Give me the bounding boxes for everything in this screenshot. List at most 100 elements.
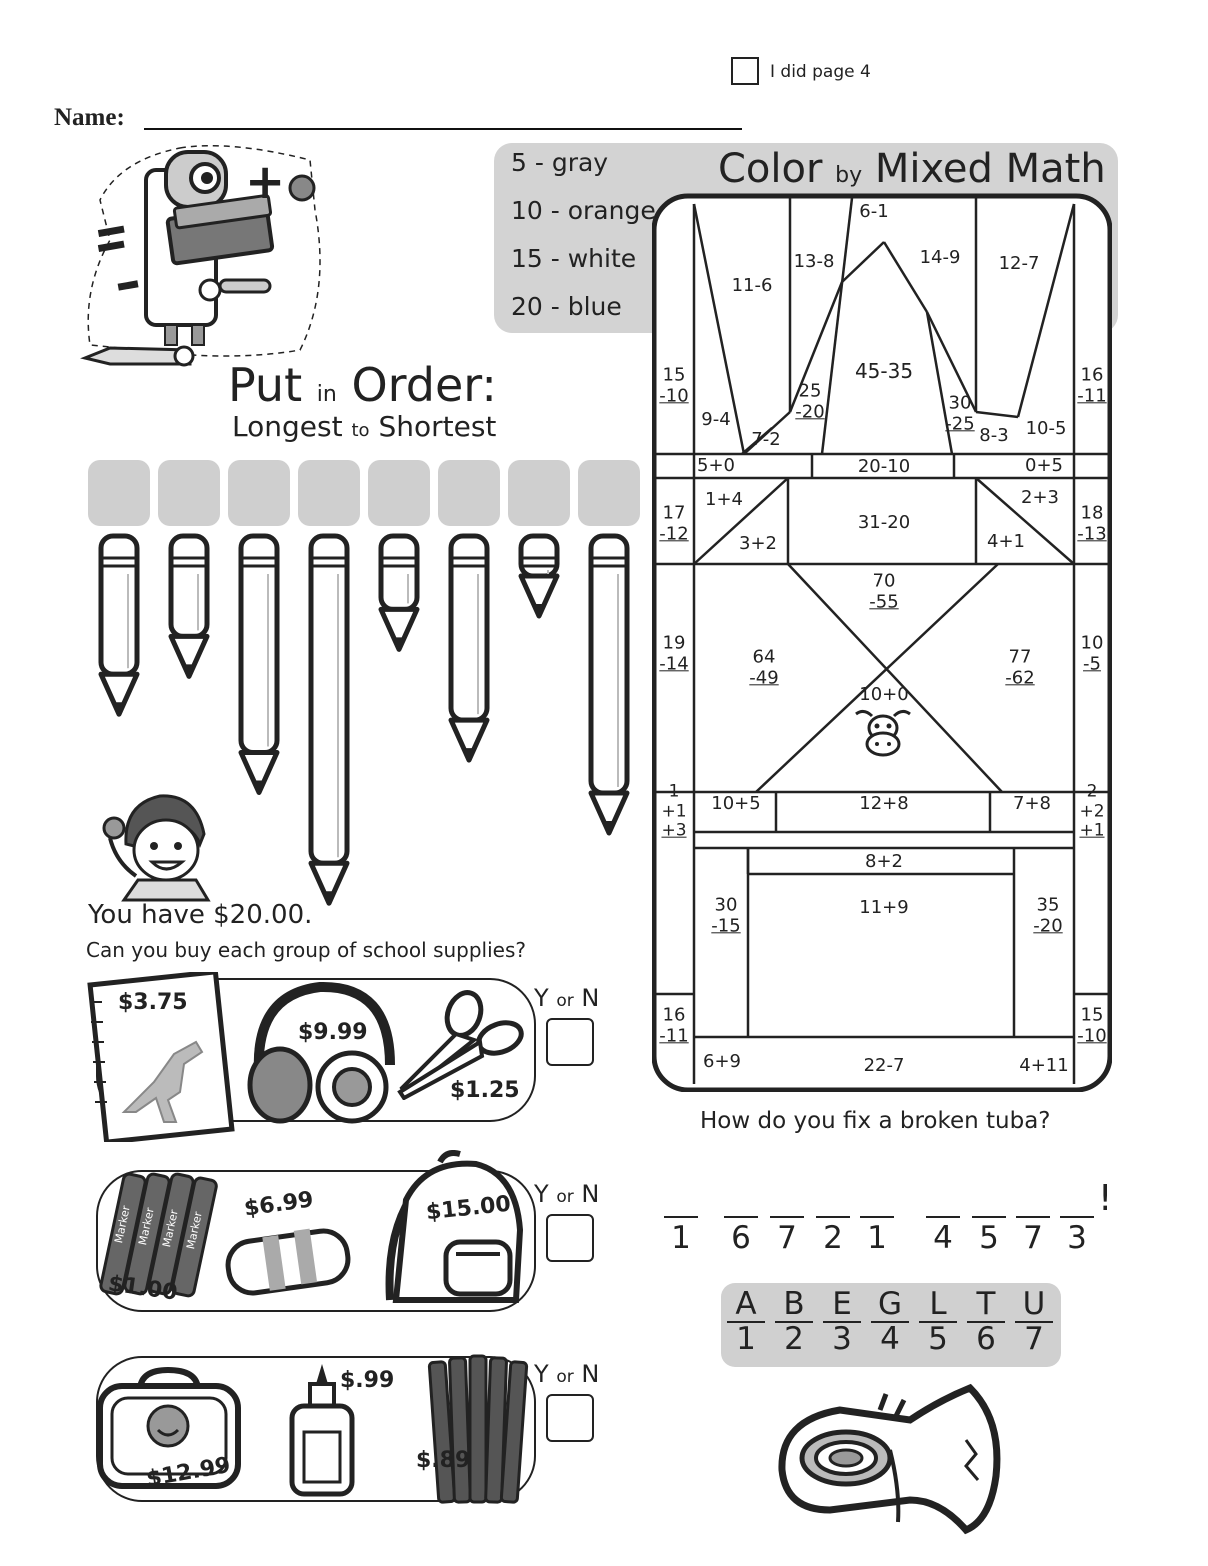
name-label: Name: bbox=[54, 104, 125, 131]
answer-blank-8[interactable] bbox=[1016, 1216, 1050, 1218]
order-answer-box-1[interactable] bbox=[88, 460, 150, 526]
cell-4-11: 4+11 bbox=[1019, 1055, 1069, 1077]
letter-key-panel bbox=[721, 1283, 1061, 1367]
answer-blank-5[interactable] bbox=[860, 1216, 894, 1218]
cell-12-7: 12-7 bbox=[998, 253, 1040, 275]
cell-3-2: 3+2 bbox=[739, 533, 777, 555]
cell-6-1: 6-1 bbox=[859, 201, 889, 223]
group1-yn-label: Y or N bbox=[534, 984, 600, 1012]
cell-12-8: 12+8 bbox=[859, 793, 909, 815]
code-digit-3: 7 bbox=[777, 1220, 797, 1256]
group3-answer-box[interactable] bbox=[546, 1394, 594, 1442]
group1-answer-box[interactable] bbox=[546, 1018, 594, 1066]
cell-19-14: 19-14 bbox=[659, 632, 689, 674]
supply-group-2 bbox=[96, 1170, 536, 1312]
bull-icon bbox=[855, 709, 911, 757]
cell-2-3: 2+3 bbox=[1021, 487, 1059, 509]
scissors-icon bbox=[397, 990, 524, 1100]
headphones-icon bbox=[247, 981, 395, 1124]
put-in-order-title: Put in Order: bbox=[228, 358, 497, 412]
page-done-checkbox[interactable] bbox=[731, 57, 759, 85]
cell-7-2: 7-2 bbox=[751, 429, 781, 451]
order-answer-box-6[interactable] bbox=[438, 460, 500, 526]
order-answer-box-3[interactable] bbox=[228, 460, 290, 526]
group3-yn-label: Y or N bbox=[534, 1360, 600, 1388]
answer-blank-4[interactable] bbox=[816, 1216, 850, 1218]
cell-35-20: 35-20 bbox=[1033, 894, 1063, 936]
order-answer-box-7[interactable] bbox=[508, 460, 570, 526]
cell-15-10-bottom: 15-10 bbox=[1077, 1004, 1107, 1046]
cell-4-1: 4+1 bbox=[987, 531, 1025, 553]
markers-icon: Marker Marker Marker Marker bbox=[99, 1172, 218, 1298]
cell-7-8: 7+8 bbox=[1013, 793, 1051, 815]
cell-15-10: 15-10 bbox=[659, 364, 689, 406]
cell-30-15: 30-15 bbox=[711, 894, 741, 936]
group2-answer-box[interactable] bbox=[546, 1214, 594, 1262]
cell-45-35: 45-35 bbox=[854, 359, 914, 383]
answer-blank-6[interactable] bbox=[926, 1216, 960, 1218]
cell-11-9: 11+9 bbox=[859, 897, 909, 919]
code-digit-9: 3 bbox=[1067, 1220, 1087, 1256]
name-line[interactable] bbox=[144, 128, 742, 130]
answer-blank-1[interactable] bbox=[664, 1216, 698, 1218]
cell-17-12: 17-12 bbox=[659, 502, 689, 544]
page-done-label: I did page 4 bbox=[770, 62, 871, 82]
code-digit-4: 2 bbox=[823, 1220, 843, 1256]
answer-blank-7[interactable] bbox=[972, 1216, 1006, 1218]
scissors-price: $1.25 bbox=[450, 1078, 520, 1103]
pencils-bundle-icon bbox=[427, 1354, 529, 1504]
headphones-price: $9.99 bbox=[298, 1020, 368, 1045]
cell-0-5: 0+5 bbox=[1025, 455, 1063, 477]
cell-30-25: 30-25 bbox=[945, 392, 975, 434]
cell-10-5-side: 10-5 bbox=[1080, 632, 1104, 674]
tuba-icon bbox=[778, 1383, 1001, 1535]
order-answer-box-8[interactable] bbox=[578, 460, 640, 526]
order-answer-box-2[interactable] bbox=[158, 460, 220, 526]
pencils-figure bbox=[98, 533, 630, 906]
robot-illustration: + bbox=[80, 145, 321, 367]
cell-10-5-band: 10+5 bbox=[711, 793, 761, 815]
backpack-icon bbox=[385, 1150, 524, 1303]
pencil-5 bbox=[378, 533, 420, 652]
cell-8-3: 8-3 bbox=[979, 425, 1009, 447]
kid-illustration bbox=[102, 794, 211, 902]
code-digit-2: 6 bbox=[731, 1220, 751, 1256]
color-by-number-mosaic: 6-1 11-6 13-8 14-9 12-7 45-35 9-4 7-2 8-… bbox=[652, 192, 1112, 1092]
code-digit-7: 5 bbox=[979, 1220, 999, 1256]
pencil-7 bbox=[518, 533, 560, 619]
answer-blank-3[interactable] bbox=[770, 1216, 804, 1218]
cell-20-10: 20-10 bbox=[857, 456, 911, 478]
answer-blank-2[interactable] bbox=[724, 1216, 758, 1218]
code-digit-6: 4 bbox=[933, 1220, 953, 1256]
cell-16-11: 16-11 bbox=[1077, 364, 1107, 406]
cell-18-13: 18-13 bbox=[1077, 502, 1107, 544]
cell-14-9: 14-9 bbox=[919, 247, 961, 269]
cell-10-0: 10+0 bbox=[859, 684, 909, 706]
group2-yn-label: Y or N bbox=[534, 1180, 600, 1208]
color-key-gray: 5 - gray bbox=[511, 148, 609, 177]
pencil-8 bbox=[588, 533, 630, 836]
lunchbox-icon bbox=[97, 1366, 241, 1489]
cell-5-0: 5+0 bbox=[697, 455, 735, 477]
cell-9-4: 9-4 bbox=[701, 409, 731, 431]
cell-2-plus-2-plus-1: 2+2+1 bbox=[1079, 781, 1105, 841]
cell-1-plus-1-plus-3: 1+1+3 bbox=[661, 781, 687, 841]
order-answer-box-4[interactable] bbox=[298, 460, 360, 526]
order-answer-box-5[interactable] bbox=[368, 460, 430, 526]
code-digit-8: 7 bbox=[1023, 1220, 1043, 1256]
answer-blank-9[interactable] bbox=[1060, 1216, 1094, 1218]
svg-text:+: + bbox=[245, 154, 285, 210]
cell-70-55: 70-55 bbox=[869, 570, 899, 612]
pencil-3 bbox=[238, 533, 280, 795]
cell-25-20: 25-20 bbox=[795, 380, 825, 422]
budget-question: Can you buy each group of school supplie… bbox=[86, 938, 527, 962]
glue-price: $.99 bbox=[340, 1368, 395, 1393]
cell-11-6: 11-6 bbox=[731, 275, 773, 297]
pencils-bundle-price: $.89 bbox=[416, 1448, 471, 1473]
cell-16-11-bottom: 16-11 bbox=[659, 1004, 689, 1046]
